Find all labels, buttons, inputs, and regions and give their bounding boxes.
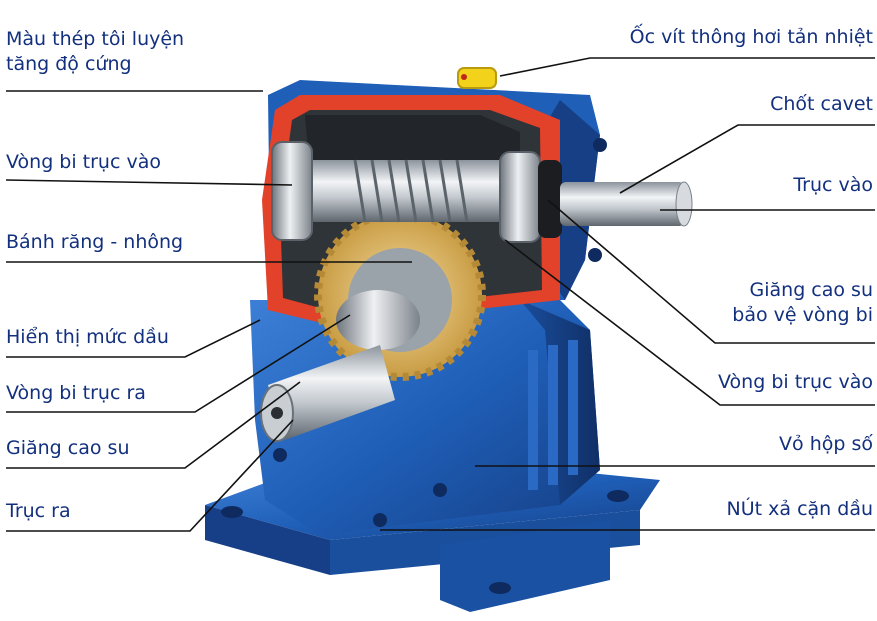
leader-vent-screw [499,57,875,77]
leader-output-shaft [6,419,294,532]
label-line: tăng độ cứng [6,53,132,75]
label-input-bearing-right: Vòng bi trục vào [718,371,873,393]
leader-lines-right [380,57,875,531]
label-input-bearing-left: Vòng bi trục vào [6,151,161,173]
vent-screw-cap [457,67,497,89]
leader-output-bearing [6,314,351,413]
label-output-shaft: Trục ra [6,500,71,522]
label-hardened-steel: Màu thép tôi luyện tăng độ cứng [6,27,184,77]
label-line: bảo vệ vòng bi [732,304,873,326]
label-cotter-pin: Chốt cavet [770,93,873,115]
label-line: Giăng cao su [749,279,873,301]
leader-input-bearing-right [504,239,875,406]
leader-lines-left [5,90,412,532]
label-bearing-seal: Giăng cao su bảo vệ vòng bi [732,278,873,328]
label-gearbox-housing: Vỏ hộp số [779,433,873,455]
label-rubber-seal-left: Giăng cao su [6,437,130,459]
label-vent-screw: Ốc vít thông hơi tản nhiệt [629,26,873,48]
output-shaft-assembly [260,290,420,442]
leader-rubber-seal [6,381,301,469]
leader-bearing-seal [547,199,875,344]
label-worm-gear: Bánh răng - nhông [6,231,184,253]
label-oil-level-indicator: Hiển thị mức dầu [6,326,169,348]
worm-shaft [271,141,693,243]
label-line: Màu thép tôi luyện [6,28,185,50]
leader-oil-level [6,319,261,358]
label-input-shaft: Trục vào [793,174,873,196]
label-output-bearing: Vòng bi trục ra [6,382,146,404]
leader-input-bearing-left [5,179,293,186]
leader-cotter-pin [619,124,875,194]
label-oil-drain-plug: NÚt xả cặn dầu [726,498,873,520]
